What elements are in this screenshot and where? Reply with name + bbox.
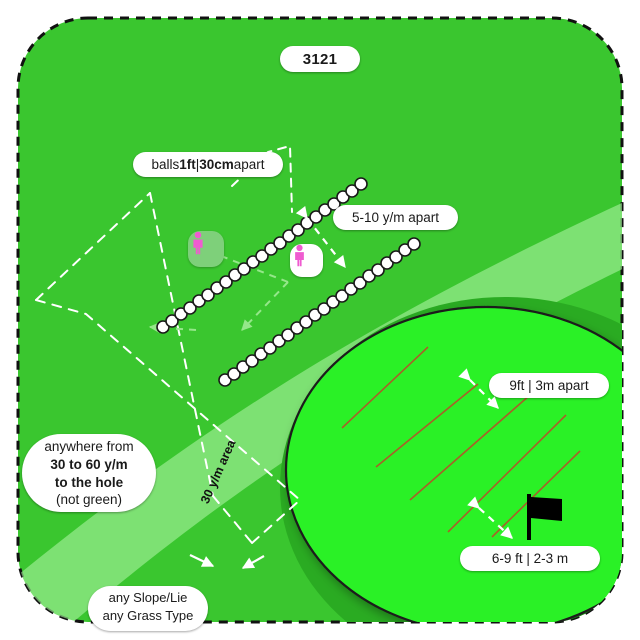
distance-line-1: anywhere from	[44, 439, 134, 454]
surface-line-2: any Grass Type	[102, 607, 194, 623]
practice-zone-boundary	[35, 192, 302, 544]
drill-title-badge: 3121	[280, 46, 360, 72]
band-width-arrows	[189, 554, 265, 569]
label-green-row-spacing: 9ft | 3m apart	[489, 373, 609, 398]
ball-row-upper	[156, 177, 368, 334]
distance-line-4: (not green)	[55, 492, 123, 508]
golfer-marker[interactable]	[290, 244, 323, 277]
label-row-spacing: 5-10 y/m apart	[333, 205, 458, 230]
ball-spacing-prefix: balls	[151, 157, 180, 172]
ball-spacing-imperial: 1ft	[179, 157, 196, 172]
person-icon	[193, 231, 203, 255]
label-ball-spacing: balls 1ft | 30cm apart	[133, 152, 283, 177]
green-spacing-arrow	[458, 368, 499, 409]
label-distance-block: anywhere from 30 to 60 y/m to the hole (…	[22, 434, 156, 512]
upper-guide-dash	[231, 144, 293, 213]
ball-row-lower	[218, 237, 421, 387]
flagstick-icon	[527, 494, 562, 540]
surface-line-1: any Slope/Lie	[108, 590, 188, 605]
ball-spacing-suffix: apart	[233, 157, 265, 172]
label-hole-distance: 6-9 ft | 2-3 m	[460, 546, 600, 571]
person-icon	[295, 244, 304, 267]
golfer-marker-selected[interactable]	[188, 231, 224, 267]
ball-spacing-metric: 30cm	[199, 157, 234, 172]
distance-line-2: 30 to 60 y/m	[50, 456, 128, 472]
distance-line-3: to the hole	[54, 474, 124, 490]
row-spacing-arrow	[295, 206, 346, 269]
ball-spacing-separator: |	[195, 157, 200, 172]
label-surface-block: any Slope/Lie any Grass Type	[88, 586, 208, 631]
